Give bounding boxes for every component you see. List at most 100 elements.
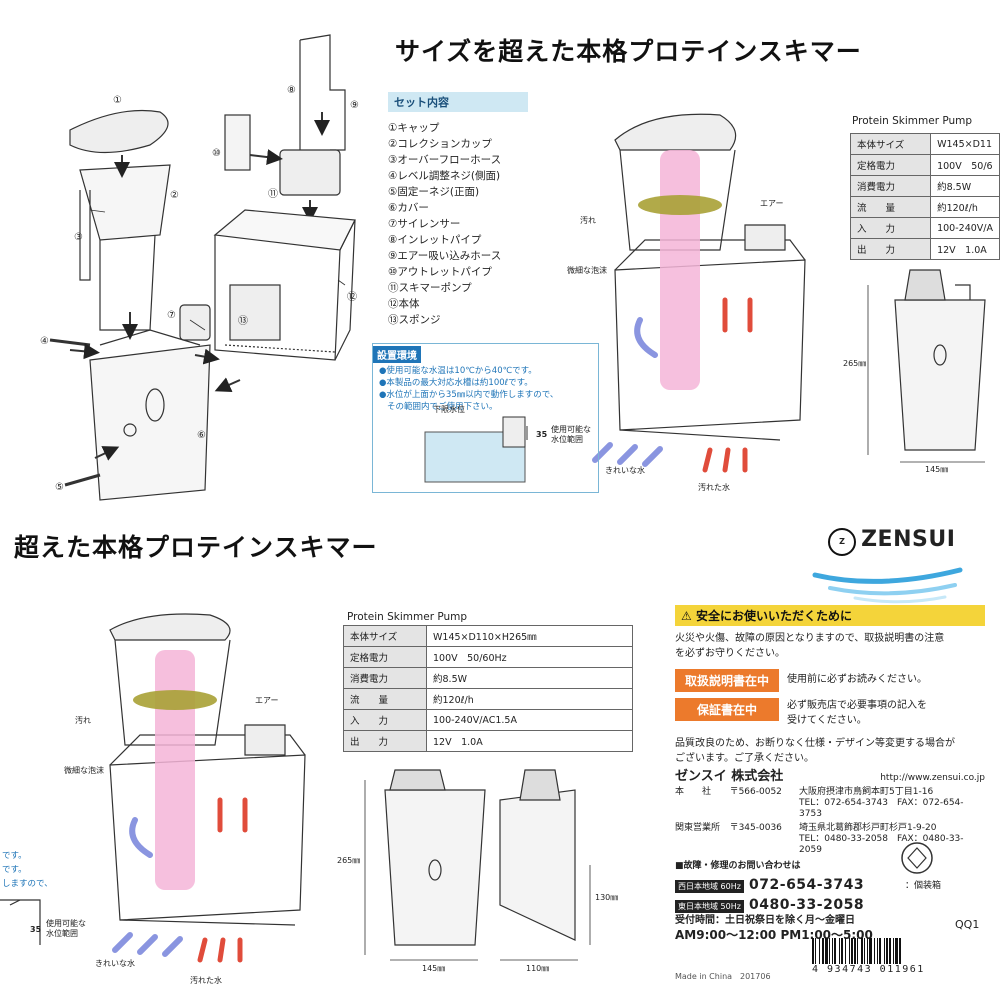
partial-env-2: です。 — [2, 865, 27, 875]
spec-value: 100V 50/60Hz — [426, 646, 633, 668]
spec-key: 消費電力 — [343, 667, 427, 689]
install-environment-title: 設置環境 — [373, 346, 421, 363]
manual-row: 取扱説明書在中 使用前に必ずお読みください。 — [675, 669, 985, 692]
partial-dim: 35 — [30, 925, 42, 934]
manual-badge: 取扱説明書在中 — [675, 669, 779, 692]
east-addr: 埼玉県北葛飾郡杉戸町杉戸1-9-20 — [799, 823, 937, 833]
callout-bubbles-top: 微細な泡沫 — [567, 266, 607, 275]
part-num-1: ① — [113, 95, 122, 106]
barcode-bar — [829, 938, 830, 964]
barcode-bar — [895, 938, 898, 964]
barcode-bars — [812, 938, 987, 964]
made-in: Made in China — [675, 972, 733, 981]
spec-key: 消費電力 — [849, 175, 932, 197]
top-title: サイズを超えた本格プロテインスキマー — [395, 37, 862, 66]
install-environment-box: 設置環境 ●使用可能な水温は10℃から40℃です。 ●本製品の最大対応水槽は約1… — [372, 343, 599, 493]
table-row: 消費電力約8.5W — [849, 175, 1000, 197]
part-num-9: ⑨ — [350, 100, 359, 111]
list-item: ⑥カバー — [388, 202, 429, 214]
env-line: ●使用可能な水温は10℃から40℃です。 — [379, 366, 537, 376]
list-item: ⑪スキマーポンプ — [388, 282, 472, 294]
spec-key: 入 力 — [849, 217, 932, 239]
safety-intro: 火災や火傷、故障の原因となりますので、取扱説明書の注意 を必ずお守りください。 — [675, 631, 985, 661]
east-phone: 0480-33-2058 — [749, 897, 865, 913]
bottom-title: 超えた本格プロテインスキマー — [14, 533, 378, 562]
spec-value: W145×D110×H265㎜ — [426, 625, 633, 647]
callout-dirty-bottom: 汚れた水 — [190, 976, 222, 985]
barcode-bar — [886, 938, 888, 964]
dim-height-bottom: 265㎜ — [337, 856, 361, 865]
warranty-note-line: 必ず販売店で必要事項の記入を — [787, 700, 927, 711]
company-section: ゼンスイ 株式会社 http://www.zensui.co.jp 本 社 〒5… — [675, 765, 985, 943]
warranty-note: 必ず販売店で必要事項の記入を 受けてください。 — [787, 698, 927, 728]
list-item: ⑩アウトレットパイプ — [388, 266, 492, 278]
spec-key: 定格電力 — [849, 154, 932, 176]
set-contents-title: セット内容 — [388, 92, 528, 112]
barcode-bar — [851, 938, 853, 964]
barcode-bar — [854, 938, 856, 964]
spec-bottom-title: Protein Skimmer Pump — [347, 611, 468, 623]
hq-addr: 大阪府摂津市鳥飼本町5丁目1-16 — [799, 787, 934, 797]
brand-emblem-icon: Z — [828, 528, 856, 556]
company-name: ゼンスイ 株式会社 — [675, 769, 784, 784]
spec-key: 出 力 — [343, 730, 427, 752]
east-label: 関東営業所 — [675, 823, 721, 833]
env-line: ●水位が上面から35㎜以内で動作しますので、 — [379, 390, 559, 400]
dim-height-top: 265㎜ — [843, 359, 867, 368]
hq-address: 本 社 〒566-0052 大阪府摂津市鳥飼本町5丁目1-16 TEL：072-… — [675, 787, 985, 820]
partial-env-1: です。 — [2, 851, 27, 861]
callout-clean-bottom: きれいな水 — [95, 959, 135, 968]
spec-top-title: Protein Skimmer Pump — [852, 115, 973, 127]
hq-label: 本 社 — [675, 787, 712, 797]
dim-width-top: 145㎜ — [925, 465, 949, 474]
partial-env-3: しますので、 — [2, 879, 53, 889]
dim-width-bottom: 145㎜ — [422, 964, 446, 973]
barcode-bar — [845, 938, 846, 964]
part-num-10: ⑩ — [212, 148, 221, 159]
warranty-row: 保証書在中 必ず販売店で必要事項の記入を 受けてください。 — [675, 698, 985, 728]
table-row: 流 量約120ℓ/h — [343, 688, 633, 710]
barcode-bar — [812, 938, 814, 964]
barcode-bar — [815, 938, 816, 964]
level-dim: 35 — [536, 430, 548, 439]
safety-header-text: 安全にお使いいただくために — [695, 609, 852, 623]
spec-value: 約120ℓ/h — [426, 688, 633, 710]
brand-logo: Z ZENSUI — [828, 527, 955, 556]
notice: 品質改良のため、お断りなく仕様・デザイン等変更する場合が ございます。ご了承くだ… — [675, 736, 985, 766]
barcode-bar — [874, 938, 875, 964]
callout-air-top: エアー — [760, 199, 784, 208]
safety-intro-line: 火災や火傷、故障の原因となりますので、取扱説明書の注意 — [675, 633, 945, 644]
barcode-bar — [869, 938, 872, 964]
list-item: ⑬スポンジ — [388, 314, 441, 326]
safety-intro-line: を必ずお守りください。 — [675, 648, 785, 659]
water-level-diagram — [424, 416, 528, 483]
hq-zip: 〒566-0052 — [729, 787, 782, 797]
part-num-3: ③ — [74, 232, 83, 243]
west-phone: 072-654-3743 — [749, 877, 865, 893]
list-item: ①キャップ — [388, 122, 440, 134]
spec-value: W145×D11 — [930, 133, 1000, 155]
barcode-bar — [867, 938, 868, 964]
dim-depth-bottom: 110㎜ — [526, 964, 550, 973]
east-tag: 東日本地域 50Hz — [675, 900, 744, 913]
range-label-2: 水位範囲 — [551, 435, 583, 444]
barcode-bar — [832, 938, 833, 964]
west-tag: 西日本地域 60Hz — [675, 880, 744, 893]
barcode-bar — [864, 938, 865, 964]
part-num-5: ⑤ — [55, 482, 64, 493]
callout-dirty-top: 汚れた水 — [698, 483, 730, 492]
list-item: ⑨エアー吸い込みホース — [388, 250, 502, 262]
spec-key: 定格電力 — [343, 646, 427, 668]
notice-line: ございます。ご了承ください。 — [675, 753, 814, 764]
barcode-digits: 4 934743 011961 — [812, 964, 925, 975]
hq-tel: TEL：072-654-3743 FAX：072-654-3753 — [799, 798, 964, 819]
set-contents: セット内容 ①キャップ ②コレクションカップ ③オーバーフローホース ④レベル調… — [388, 92, 528, 328]
company-url: http://www.zensui.co.jp — [880, 773, 985, 783]
manual-note: 使用前に必ずお読みください。 — [787, 674, 927, 685]
